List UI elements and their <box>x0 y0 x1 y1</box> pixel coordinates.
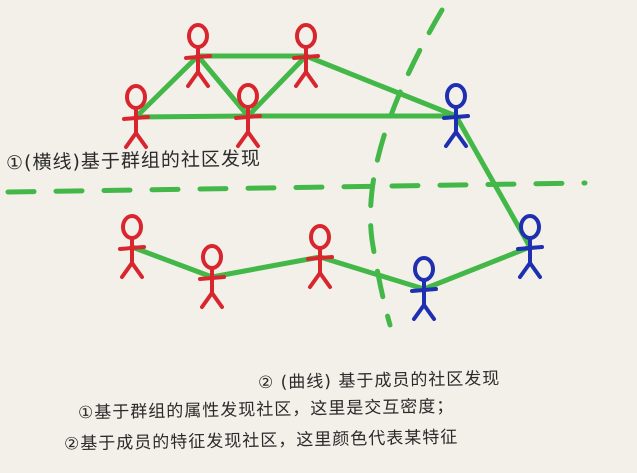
edge-r3-r4 <box>245 53 309 119</box>
person-b2-blue <box>410 256 438 321</box>
dividers-layer <box>5 7 588 328</box>
top-method-label: ①(横线)基于群组的社区发现 <box>5 147 262 175</box>
edge-r5-r6 <box>129 244 215 280</box>
curve-method-label: ② (曲线) 基于成员的社区发现 <box>257 368 501 394</box>
person-r7-red <box>306 224 334 289</box>
edge-r7-b2 <box>317 254 427 292</box>
edges-layer <box>129 53 533 292</box>
edge-r2-r4 <box>195 53 251 119</box>
person-r2-red <box>184 23 212 88</box>
person-b1-blue <box>442 83 470 148</box>
edge-r6-r7 <box>209 254 323 280</box>
edge-r3-b1 <box>303 53 459 119</box>
edge-b2-b3 <box>421 244 533 292</box>
edge-b1-b3 <box>453 113 533 250</box>
edge-r1-r2 <box>133 53 201 120</box>
person-r4-red <box>234 83 262 148</box>
person-r3-red <box>292 23 320 88</box>
edge-r1-r4 <box>133 113 251 120</box>
figures-layer <box>118 23 544 321</box>
person-b3-blue <box>516 214 544 279</box>
person-r5-red <box>118 214 146 279</box>
person-r6-red <box>198 244 226 309</box>
horizontal-dashed-divider <box>5 180 588 195</box>
curved-dashed-divider <box>367 7 445 328</box>
person-r1-red <box>122 84 150 149</box>
